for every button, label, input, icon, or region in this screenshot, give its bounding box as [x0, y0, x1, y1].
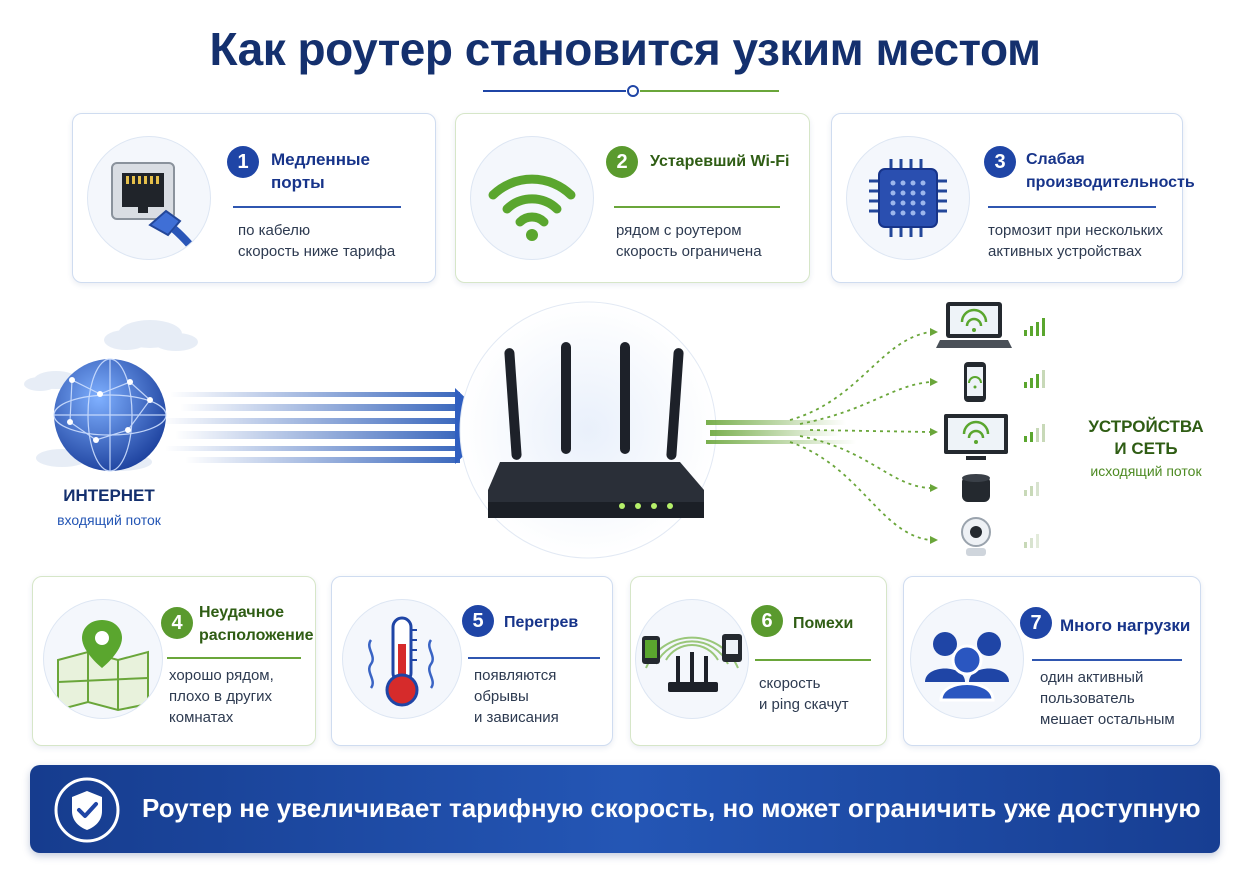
card-description: тормозит при нескольких активных устройс… — [988, 220, 1163, 262]
card-title-line: Медленные — [271, 150, 370, 169]
summary-banner: Роутер не увеличивает тарифную скорость,… — [30, 765, 1220, 853]
banner-text: Роутер не увеличивает тарифную скорость,… — [142, 793, 1201, 823]
desc-line: рядом с роутером — [616, 222, 742, 239]
desc-line: и ping скачут — [759, 696, 849, 713]
desc-line: обрывы — [474, 688, 529, 705]
card-old-wifi: 2 Устаревший Wi-Fi рядом с роутером скор… — [455, 113, 810, 283]
card-divider — [167, 657, 301, 659]
flow-diagram — [24, 301, 1045, 559]
outgoing-paths — [789, 331, 931, 541]
interference-icon — [635, 599, 749, 719]
card-title-line: Помехи — [793, 615, 854, 632]
devices-label-line: И СЕТЬ — [1114, 439, 1178, 458]
desc-line: комнатах — [169, 709, 234, 726]
desc-line: тормозит при нескольких — [988, 222, 1164, 239]
devices-sublabel: исходящий поток — [1090, 463, 1202, 479]
globe-icon — [53, 358, 167, 472]
desc-line: скорость — [759, 675, 821, 692]
desc-line: пользователь — [1040, 690, 1135, 707]
internet-label: ИНТЕРНЕТ — [63, 486, 155, 505]
wifi-icon — [470, 136, 594, 260]
desc-line: плохо в других — [169, 688, 272, 705]
card-divider — [988, 206, 1156, 208]
card-number-5: 5 — [462, 605, 494, 637]
card-overheating: 5 Перегрев появляются обрывы и зависания — [331, 576, 613, 746]
devices-label: УСТРОЙСТВА И СЕТЬ — [1066, 416, 1226, 460]
card-description: один активный пользователь мешает осталь… — [1040, 667, 1175, 730]
ethernet-port-icon — [87, 136, 211, 260]
desc-line: один активный — [1040, 669, 1144, 686]
desc-line: по кабелю — [238, 222, 311, 239]
page-title: Как роутер становится узким местом — [209, 23, 1042, 75]
map-pin-icon — [43, 599, 163, 719]
card-title: Медленные порты — [271, 148, 370, 194]
card-title-line: Много нагрузки — [1060, 616, 1191, 635]
tv-icon — [944, 414, 1008, 460]
card-title: Помехи — [793, 612, 853, 635]
desc-line: скорость ниже тарифа — [238, 243, 396, 260]
card-title-line: производительность — [1026, 174, 1195, 191]
desc-line: активных устройствах — [988, 243, 1142, 260]
card-description: скорость и ping скачут — [759, 673, 849, 715]
devices-label-line: УСТРОЙСТВА — [1088, 417, 1204, 436]
desc-line: скорость ограничена — [616, 243, 762, 260]
card-description: хорошо рядом, плохо в других комнатах — [169, 665, 274, 728]
signal-bars-icon — [1024, 318, 1045, 548]
card-divider — [614, 206, 780, 208]
card-title-line: Перегрев — [504, 614, 579, 631]
webcam-icon — [961, 517, 991, 556]
card-heavy-load: 7 Много нагрузки один активный пользоват… — [903, 576, 1201, 746]
card-divider — [1032, 659, 1182, 661]
card-title: Неудачное расположение — [199, 601, 314, 647]
card-description: появляются обрывы и зависания — [474, 665, 559, 728]
card-number-1: 1 — [227, 146, 259, 178]
laptop-icon — [936, 302, 1012, 348]
card-slow-ports: 1 Медленные порты по кабелю скорость ниж… — [72, 113, 436, 283]
card-number-2: 2 — [606, 146, 638, 178]
card-bad-placement: 4 Неудачное расположение хорошо рядом, п… — [32, 576, 316, 746]
card-description: рядом с роутером скорость ограничена — [616, 220, 762, 262]
card-title-line: Неудачное — [199, 604, 285, 621]
smartphone-icon — [964, 362, 986, 402]
router-icon — [488, 342, 704, 518]
outgoing-stream — [706, 420, 856, 444]
card-number-7: 7 — [1020, 607, 1052, 639]
card-title: Устаревший Wi-Fi — [650, 150, 790, 173]
shield-check-icon — [54, 777, 120, 843]
internet-sublabel: входящий поток — [57, 512, 161, 528]
card-number-4: 4 — [161, 607, 193, 639]
card-title: Слабая производительность — [1026, 148, 1195, 194]
users-icon — [910, 599, 1024, 719]
card-title-line: порты — [271, 173, 325, 192]
cpu-chip-icon — [846, 136, 970, 260]
desc-line: хорошо рядом, — [169, 667, 274, 684]
card-number-3: 3 — [984, 146, 1016, 178]
desc-line: появляются — [474, 667, 557, 684]
desc-line: и зависания — [474, 709, 559, 726]
card-number-6: 6 — [751, 605, 783, 637]
card-weak-performance: 3 Слабая производительность тормозит при… — [831, 113, 1195, 283]
card-interference: 6 Помехи скорость и ping скачут — [630, 576, 887, 746]
thermometer-icon — [342, 599, 462, 719]
incoming-stream — [160, 392, 460, 463]
card-title: Перегрев — [504, 611, 578, 634]
card-title-line: расположение — [199, 627, 314, 644]
card-title-line: Устаревший Wi-Fi — [650, 153, 790, 170]
card-title: Много нагрузки — [1060, 614, 1190, 637]
card-divider — [233, 206, 401, 208]
smart-speaker-icon — [962, 474, 990, 502]
desc-line: мешает остальным — [1040, 711, 1175, 728]
card-description: по кабелю скорость ниже тарифа — [238, 220, 395, 262]
card-divider — [468, 657, 600, 659]
title-divider — [483, 85, 779, 97]
card-title-line: Слабая — [1026, 151, 1085, 168]
card-divider — [755, 659, 871, 661]
